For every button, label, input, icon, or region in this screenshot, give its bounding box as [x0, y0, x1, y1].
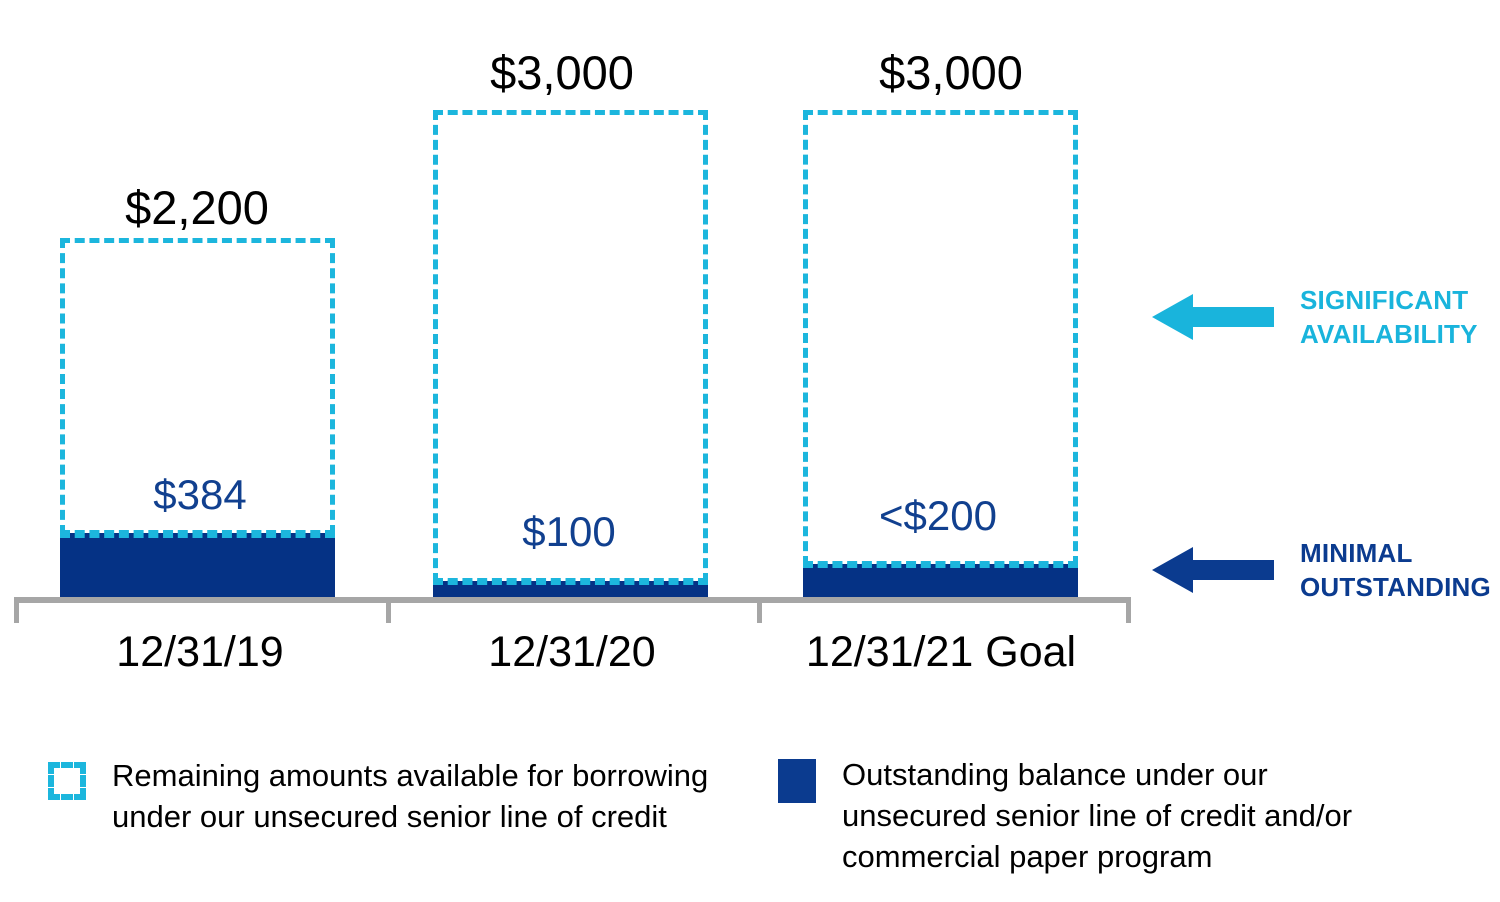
x-axis-tick-0	[14, 597, 19, 623]
x-axis-tick-1	[386, 597, 391, 623]
legend-swatch-solid-icon	[778, 759, 816, 803]
balance-label-1: $384	[153, 471, 247, 518]
x-axis-line	[14, 597, 1131, 603]
x-axis-label-3: 12/31/21 Goal	[805, 628, 1077, 676]
available-box-2-bottom-edge	[433, 580, 708, 585]
total-label-3: $3,000	[879, 46, 1023, 99]
left-arrow-icon	[1152, 294, 1274, 341]
chart-legend: Remaining amounts available for borrowin…	[0, 740, 1500, 902]
legend-item-available: Remaining amounts available for borrowin…	[48, 755, 748, 837]
available-box-1	[60, 238, 335, 535]
outstanding-bar-1	[60, 533, 335, 598]
x-axis-tick-3	[1126, 597, 1131, 623]
callout-significant-availability-label: SIGNIFICANT AVAILABILITY	[1300, 285, 1478, 350]
x-axis-tick-2	[757, 597, 762, 623]
legend-item-outstanding: Outstanding balance under our unsecured …	[778, 754, 1398, 878]
x-axis-label-2: 12/31/20	[488, 628, 656, 676]
total-label-1: $2,200	[125, 181, 269, 234]
callout-minimal-outstanding: MINIMAL OUTSTANDING	[1152, 536, 1491, 605]
x-axis-label-1: 12/31/19	[116, 628, 284, 676]
available-box-3-bottom-edge	[803, 563, 1078, 568]
balance-label-2: $100	[522, 508, 616, 555]
legend-swatch-dashed-icon	[48, 762, 86, 800]
available-box-1-bottom-edge	[60, 533, 335, 538]
legend-item-outstanding-label: Outstanding balance under our unsecured …	[842, 757, 1353, 875]
outstanding-bar-2	[433, 581, 708, 598]
left-arrow-icon	[1152, 547, 1274, 594]
plot-area: $2,200 $384 $3,000 $100 $3,000 <$200 12/…	[14, 46, 1131, 676]
total-label-2: $3,000	[490, 46, 634, 99]
outstanding-bar-3	[803, 564, 1078, 598]
callout-significant-availability: SIGNIFICANT AVAILABILITY	[1152, 283, 1478, 352]
legend-item-available-label: Remaining amounts available for borrowin…	[112, 758, 709, 835]
balance-label-3: <$200	[879, 492, 997, 539]
callout-minimal-outstanding-label: MINIMAL OUTSTANDING	[1300, 538, 1491, 603]
